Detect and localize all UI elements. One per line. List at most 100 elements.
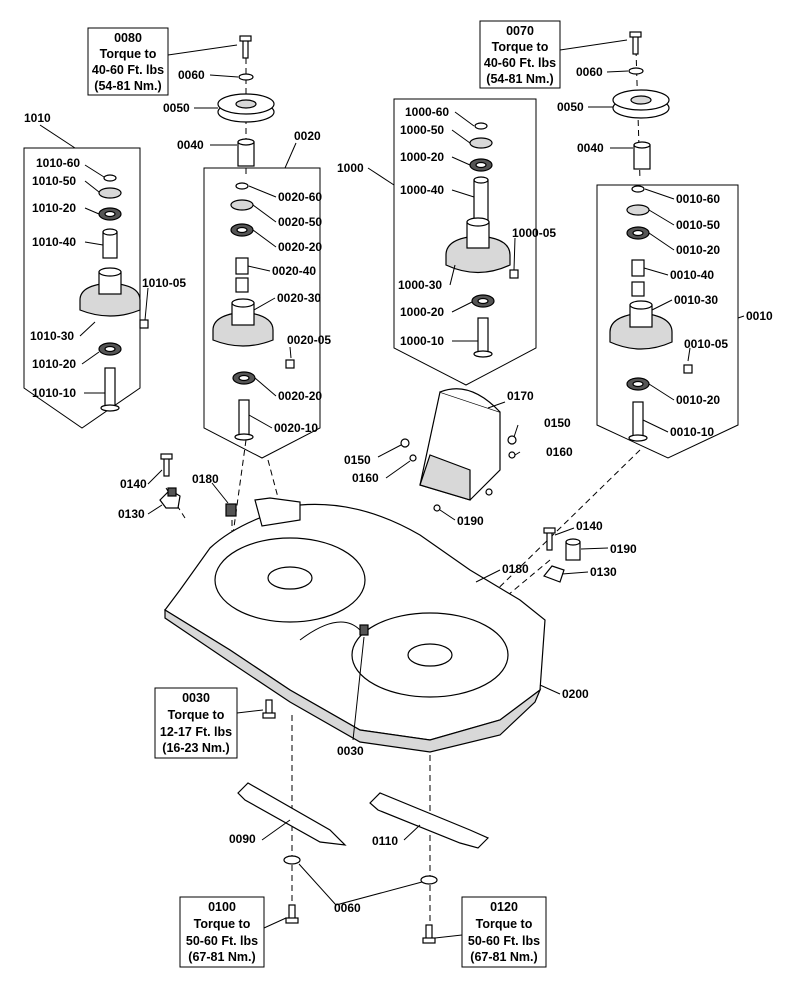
callout-0030-line2: Torque to bbox=[168, 708, 225, 722]
label-0180: 0180 bbox=[502, 562, 529, 576]
label-0020-20: 0020-20 bbox=[278, 240, 322, 254]
spindle-1010-parts bbox=[79, 174, 149, 412]
label-0130: 0130 bbox=[590, 565, 617, 579]
label-0150: 0150 bbox=[344, 453, 371, 467]
part-labels: 0060 0050 0040 0060 0050 0040 1010 1010-… bbox=[24, 65, 773, 915]
callout-0030: 0030 Torque to 12-17 Ft. lbs (16-23 Nm.) bbox=[154, 687, 238, 759]
label-1010-10: 1010-10 bbox=[32, 386, 76, 400]
label-0190: 0190 bbox=[457, 514, 484, 528]
label-0010: 0010 bbox=[746, 309, 773, 323]
label-0010-40: 0010-40 bbox=[670, 268, 714, 282]
label-0010-60: 0010-60 bbox=[676, 192, 720, 206]
callout-0080-line2: Torque to bbox=[100, 47, 157, 61]
label-1010-20: 1010-20 bbox=[32, 357, 76, 371]
callout-0120-line3: 50-60 Ft. lbs bbox=[468, 934, 540, 948]
callout-0080-line3: 40-60 Ft. lbs bbox=[92, 63, 164, 77]
callout-0030-line1: 0030 bbox=[182, 691, 210, 705]
label-0200: 0200 bbox=[562, 687, 589, 701]
label-0020: 0020 bbox=[294, 129, 321, 143]
label-1010-05: 1010-05 bbox=[142, 276, 186, 290]
washer-0060-blade-right bbox=[420, 875, 438, 885]
label-1010-60: 1010-60 bbox=[36, 156, 80, 170]
label-1000-30: 1000-30 bbox=[398, 278, 442, 292]
label-0010-50: 0010-50 bbox=[676, 218, 720, 232]
callout-0080-line4: (54-81 Nm.) bbox=[94, 79, 161, 93]
label-1010-30: 1010-30 bbox=[30, 329, 74, 343]
spacer-0040-right bbox=[633, 141, 651, 170]
callout-0070-line4: (54-81 Nm.) bbox=[486, 72, 553, 86]
label-1010-50: 1010-50 bbox=[32, 174, 76, 188]
label-0180: 0180 bbox=[192, 472, 219, 486]
bolt-0070 bbox=[629, 31, 642, 55]
blade-0110 bbox=[369, 792, 490, 849]
callout-0070-line1: 0070 bbox=[506, 24, 534, 38]
label-0040: 0040 bbox=[177, 138, 204, 152]
label-0160: 0160 bbox=[352, 471, 379, 485]
label-1000-20: 1000-20 bbox=[400, 150, 444, 164]
discharge-chute-0170 bbox=[400, 388, 517, 512]
callout-0070: 0070 Torque to 40-60 Ft. lbs (54-81 Nm.) bbox=[479, 20, 561, 89]
bolt-0030 bbox=[262, 699, 276, 719]
blade-0090 bbox=[237, 782, 347, 846]
frame-1000 bbox=[393, 98, 537, 386]
label-0020-20: 0020-20 bbox=[278, 389, 322, 403]
label-0050: 0050 bbox=[163, 101, 190, 115]
label-1000-10: 1000-10 bbox=[400, 334, 444, 348]
label-1010: 1010 bbox=[24, 111, 51, 125]
callout-0120-line2: Torque to bbox=[476, 917, 533, 931]
callout-0080-line1: 0080 bbox=[114, 31, 142, 45]
label-0140: 0140 bbox=[120, 477, 147, 491]
callout-0100: 0100 Torque to 50-60 Ft. lbs (67-81 Nm.) bbox=[179, 896, 265, 968]
callout-0070-line2: Torque to bbox=[492, 40, 549, 54]
label-1000-20: 1000-20 bbox=[400, 305, 444, 319]
label-0020-50: 0020-50 bbox=[278, 215, 322, 229]
callout-0120: 0120 Torque to 50-60 Ft. lbs (67-81 Nm.) bbox=[461, 896, 547, 968]
frame-0020 bbox=[203, 167, 321, 459]
label-0190: 0190 bbox=[610, 542, 637, 556]
callout-0030-line4: (16-23 Nm.) bbox=[162, 741, 229, 755]
label-1000: 1000 bbox=[337, 161, 364, 175]
callout-0100-line3: 50-60 Ft. lbs bbox=[186, 934, 258, 948]
label-0020-30: 0020-30 bbox=[277, 291, 321, 305]
label-0060: 0060 bbox=[178, 68, 205, 82]
label-0130: 0130 bbox=[118, 507, 145, 521]
label-0110: 0110 bbox=[372, 834, 398, 848]
label-0010-20: 0010-20 bbox=[676, 393, 720, 407]
callout-0120-line1: 0120 bbox=[490, 900, 518, 914]
label-0060: 0060 bbox=[334, 901, 361, 915]
label-0010-10: 0010-10 bbox=[670, 425, 714, 439]
frame-0010 bbox=[596, 184, 739, 459]
callout-0080: 0080 Torque to 40-60 Ft. lbs (54-81 Nm.) bbox=[87, 27, 169, 96]
alignment-lines bbox=[165, 49, 641, 930]
hardware-left bbox=[159, 453, 237, 517]
label-0050: 0050 bbox=[557, 100, 584, 114]
callout-0100-line2: Torque to bbox=[194, 917, 251, 931]
spindle-0010-parts bbox=[609, 185, 693, 442]
callout-0120-line4: (67-81 Nm.) bbox=[470, 950, 537, 964]
label-0150: 0150 bbox=[544, 416, 571, 430]
label-0020-05: 0020-05 bbox=[287, 333, 331, 347]
callout-0100-line1: 0100 bbox=[208, 900, 236, 914]
label-0010-20: 0010-20 bbox=[676, 243, 720, 257]
label-1010-20: 1010-20 bbox=[32, 201, 76, 215]
pulley-0050-right bbox=[612, 89, 670, 119]
callout-0030-line3: 12-17 Ft. lbs bbox=[160, 725, 232, 739]
callout-0070-line3: 40-60 Ft. lbs bbox=[484, 56, 556, 70]
pulley-0050-left bbox=[217, 93, 275, 123]
label-0060: 0060 bbox=[576, 65, 603, 79]
label-1000-50: 1000-50 bbox=[400, 123, 444, 137]
label-0020-10: 0020-10 bbox=[274, 421, 318, 435]
bolt-0120 bbox=[422, 924, 436, 944]
label-0030: 0030 bbox=[337, 744, 364, 758]
washer-0060-left bbox=[238, 73, 254, 81]
label-0020-60: 0020-60 bbox=[278, 190, 322, 204]
callout-0100-line4: (67-81 Nm.) bbox=[188, 950, 255, 964]
label-0170: 0170 bbox=[507, 389, 534, 403]
bolt-0080 bbox=[239, 35, 252, 59]
leader-lines bbox=[39, 39, 745, 939]
washer-0060-blade-left bbox=[283, 855, 301, 865]
label-1000-60: 1000-60 bbox=[405, 105, 449, 119]
bolt-0100 bbox=[285, 904, 299, 924]
